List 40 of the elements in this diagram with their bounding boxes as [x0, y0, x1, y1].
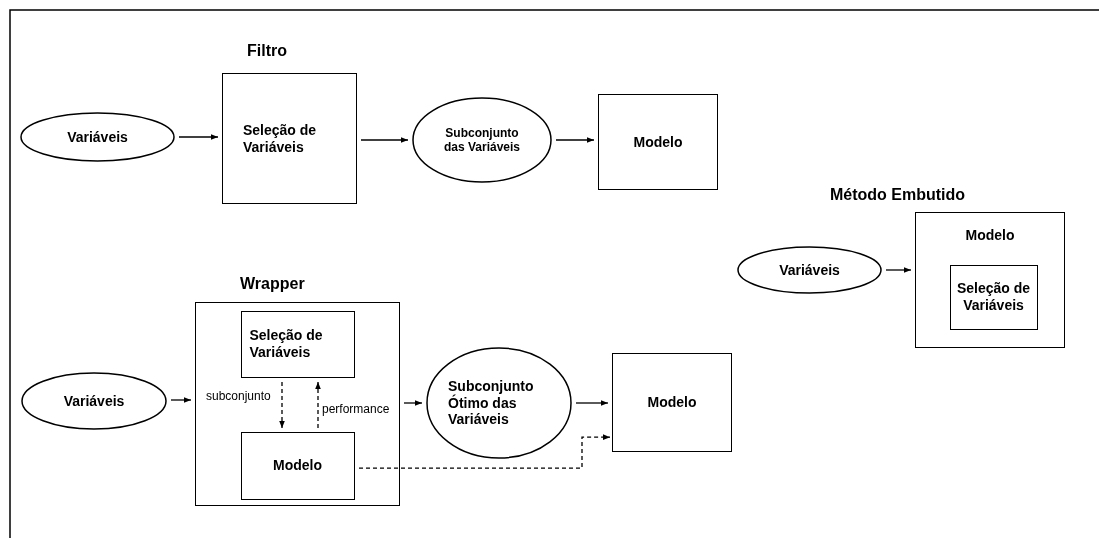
- process-box: [240, 310, 355, 378]
- node-text: Modelo: [965, 227, 1015, 244]
- arrow: [555, 137, 595, 143]
- process-box: [949, 264, 1038, 330]
- node-text: Variáveis: [67, 128, 128, 146]
- arrow: [575, 400, 609, 406]
- node-text: Modelo: [633, 133, 683, 151]
- process-box: [612, 353, 732, 452]
- ellipse-node: [412, 97, 552, 183]
- node-text: Modelo: [273, 457, 322, 474]
- arrow: [170, 397, 192, 403]
- arrow: [403, 400, 423, 406]
- node-text: Variáveis: [63, 392, 125, 410]
- section-heading: Método Embutido: [830, 186, 966, 204]
- ellipse-node: [737, 246, 882, 294]
- edge-label: performance: [321, 402, 391, 416]
- section-heading: Filtro: [247, 42, 287, 60]
- arrow: [358, 434, 611, 469]
- process-box: [240, 431, 355, 500]
- node-text: Subconjunto Ótimo das Variáveis: [448, 377, 535, 429]
- section-heading: Wrapper: [240, 275, 305, 293]
- arrow: [178, 134, 219, 140]
- edge-label: subconjunto: [205, 389, 272, 403]
- arrow: [360, 137, 409, 143]
- process-box: [915, 212, 1065, 348]
- node-text: Seleção de Variáveis: [243, 121, 318, 156]
- node-text: Subconjunto das Variáveis: [442, 125, 522, 155]
- node-text: Modelo: [647, 394, 697, 411]
- ellipse-node: [21, 372, 167, 430]
- process-box: [598, 94, 718, 190]
- node-text: Seleção de Variáveis: [249, 327, 324, 361]
- arrow: [885, 267, 912, 273]
- process-box: [222, 73, 357, 204]
- node-text: Seleção de Variáveis: [955, 280, 1032, 314]
- ellipse-node: [426, 347, 572, 459]
- arrow: [279, 381, 285, 429]
- ellipse-node: [20, 112, 175, 162]
- arrow: [315, 381, 321, 429]
- node-text: Variáveis: [779, 261, 840, 279]
- group-box: [195, 302, 400, 506]
